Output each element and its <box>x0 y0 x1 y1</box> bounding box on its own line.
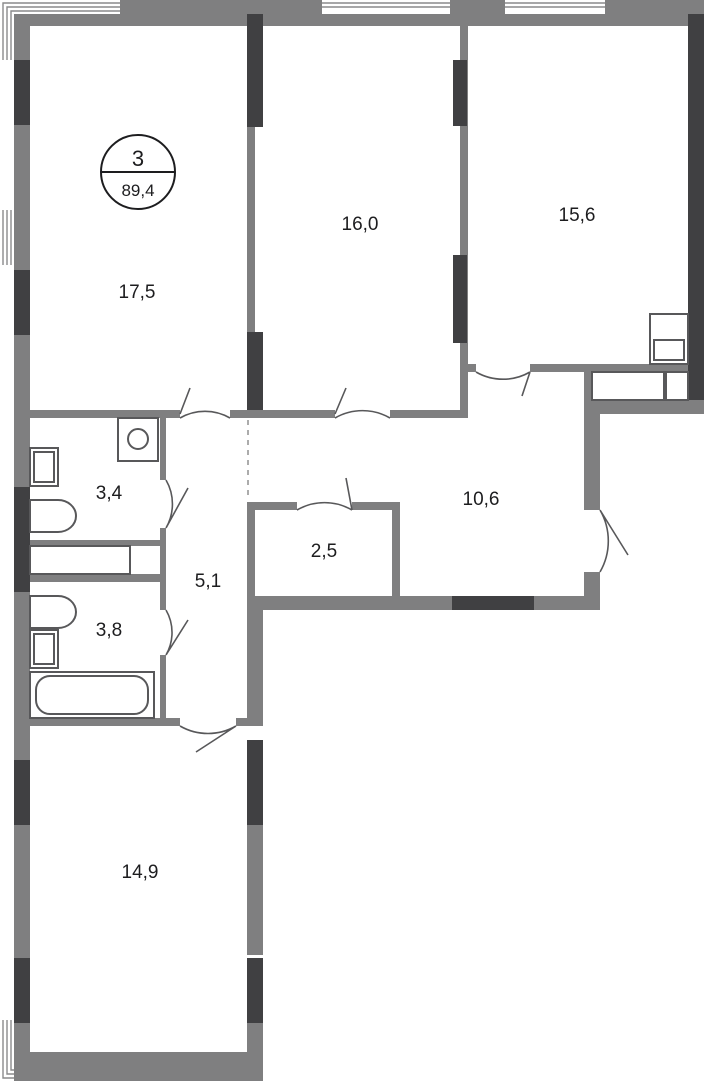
area-corridor: 5,1 <box>195 571 221 592</box>
area-bedroom-top-middle: 16,0 <box>342 214 379 235</box>
area-bedroom-top-right: 15,6 <box>559 205 596 226</box>
area-bedroom-top-left: 17,5 <box>119 282 156 303</box>
toilet-icon <box>29 499 77 533</box>
sink-icon-2 <box>29 629 59 669</box>
doors <box>165 371 629 753</box>
bathtub-icon-2 <box>29 671 155 719</box>
sink-icon-3 <box>649 313 689 365</box>
sink-icon <box>29 447 59 487</box>
walls <box>14 0 704 1081</box>
total-area: 89,4 <box>121 181 154 200</box>
area-bedroom-bottom: 14,9 <box>122 862 159 883</box>
area-storage: 2,5 <box>311 541 337 562</box>
area-bathroom-upper: 3,4 <box>96 483 123 504</box>
room-labels: 17,5 16,0 15,6 3,4 3,8 5,1 2,5 10,6 14,9 <box>96 205 596 883</box>
area-bathroom-lower: 3,8 <box>96 620 122 641</box>
toilet-icon-2 <box>29 595 77 629</box>
washing-machine-icon <box>117 417 159 462</box>
bathtub-icon <box>29 545 131 575</box>
area-hall: 10,6 <box>463 489 500 510</box>
fixtures <box>29 313 689 719</box>
room-count: 3 <box>132 146 144 171</box>
apartment-badge: 3 89,4 <box>100 134 176 210</box>
